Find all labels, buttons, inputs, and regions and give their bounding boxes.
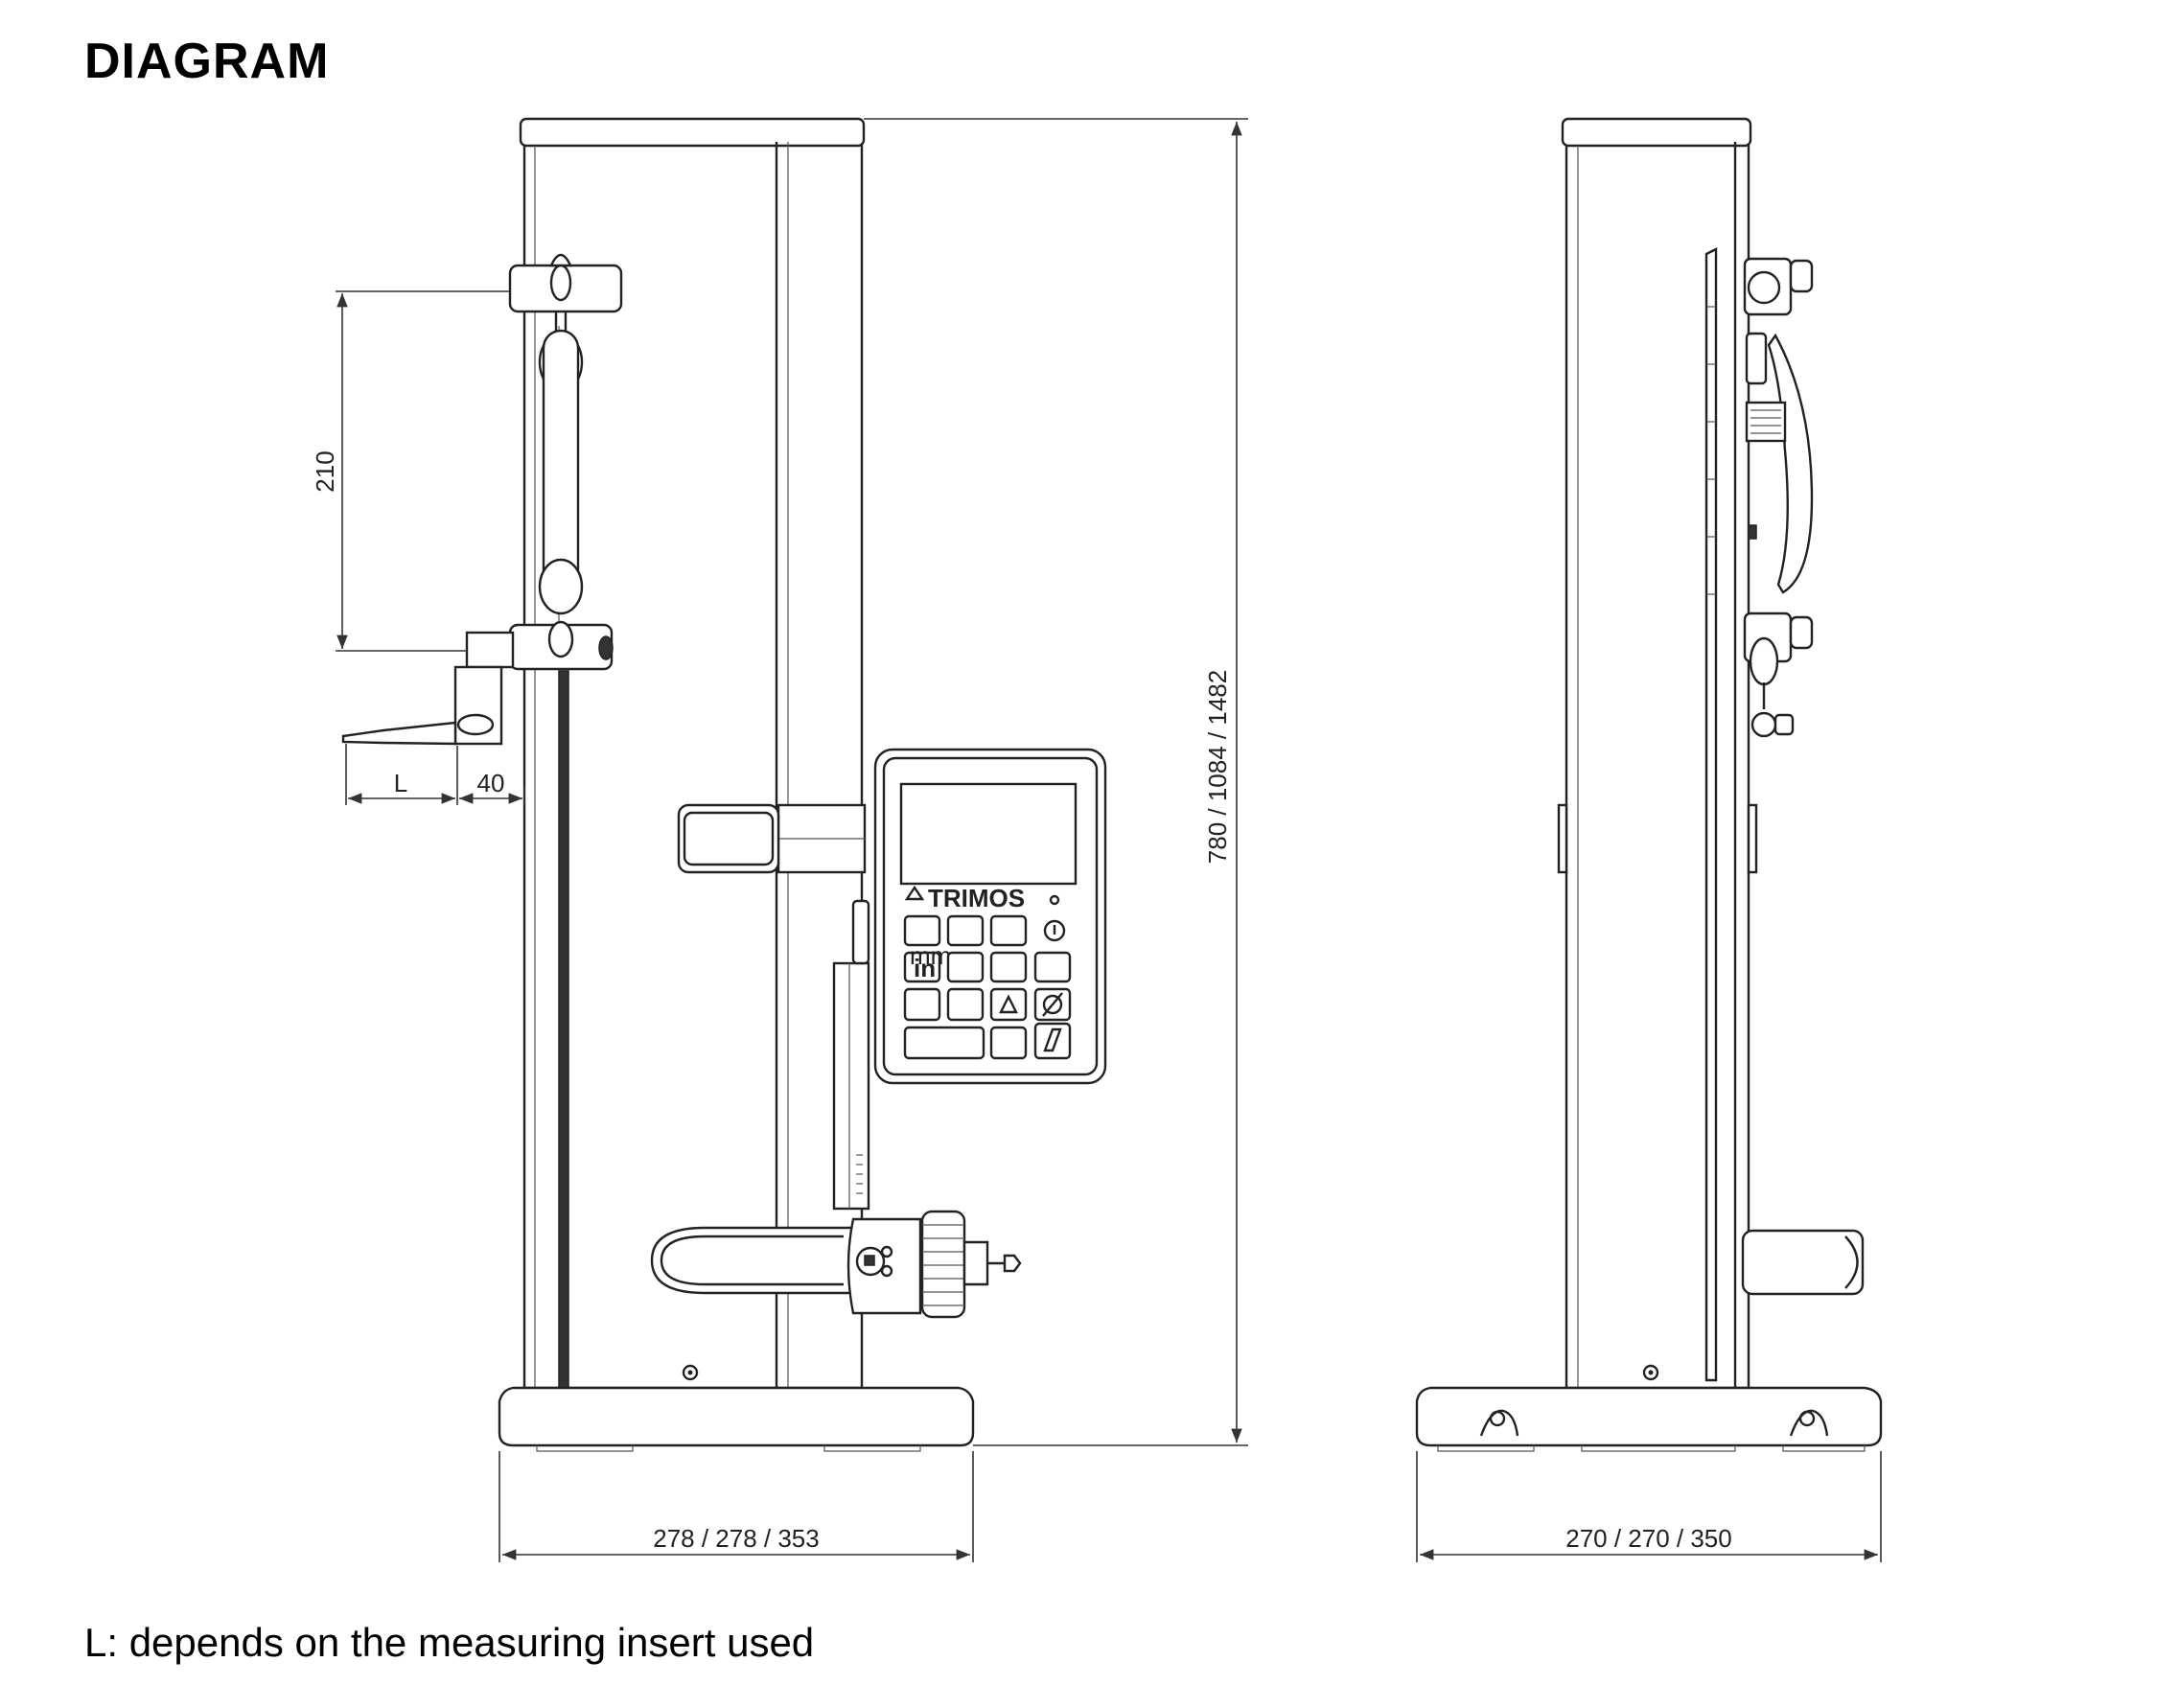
console-screen	[899, 782, 1078, 886]
unit-key-mm: mm	[910, 941, 951, 970]
dimension-lines: 210 L 40 780 / 1084 / 1482 278 / 278 / 3…	[311, 118, 1882, 1562]
dimension-height: 780 / 1084 / 1482	[1203, 670, 1232, 864]
dimension-side-width: 270 / 270 / 350	[1565, 1524, 1731, 1553]
page-title: DIAGRAM	[84, 34, 330, 89]
insert-footnote: L: depends on the measuring insert used	[84, 1620, 815, 1665]
u-handle	[650, 1226, 855, 1295]
knurled-wheel	[920, 1210, 966, 1319]
unit-key-in: in	[914, 954, 936, 982]
slider-body	[832, 961, 870, 1211]
dimension-front-width: 278 / 278 / 353	[653, 1524, 819, 1553]
front-column	[522, 140, 864, 1390]
console-keypad: mm in	[903, 914, 1072, 1060]
guide-rail	[558, 670, 569, 1389]
front-base	[498, 1386, 975, 1447]
dimension-l: L	[394, 769, 407, 797]
side-column-cap	[1561, 117, 1752, 148]
side-handwheel	[1741, 1229, 1865, 1296]
front-view: TRIMOS mm in	[341, 117, 1107, 1452]
side-lever	[1767, 333, 1814, 594]
dimension-210: 210	[311, 450, 339, 492]
measuring-insert	[341, 721, 457, 746]
side-slide	[1704, 247, 1718, 1382]
console-brand: TRIMOS	[928, 884, 1025, 912]
front-column-cap	[519, 117, 866, 148]
side-view	[1415, 117, 1883, 1452]
dimension-40: 40	[477, 769, 505, 797]
probe-arm	[542, 329, 580, 599]
side-base	[1415, 1386, 1883, 1447]
side-column	[1565, 140, 1750, 1390]
